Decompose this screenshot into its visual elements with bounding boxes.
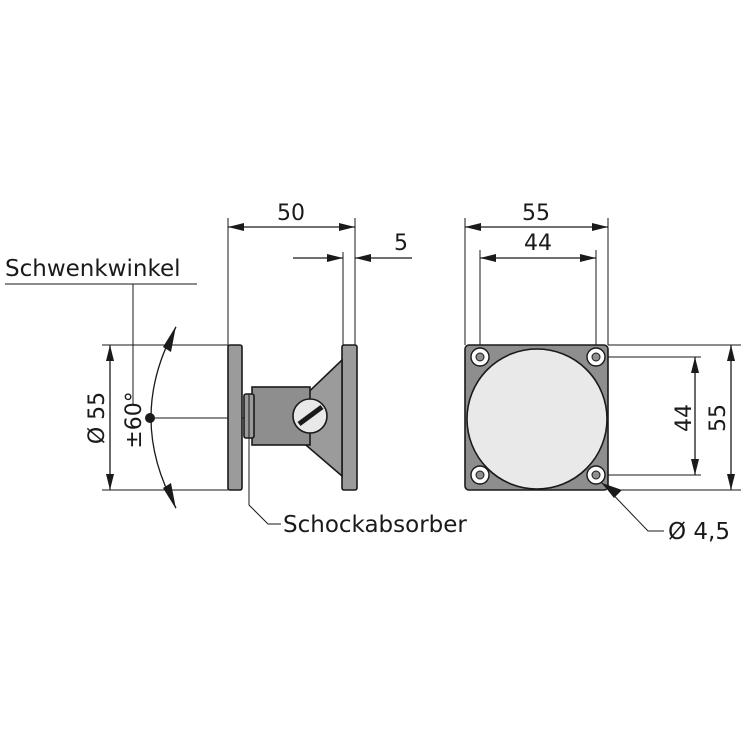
square-width-label: 55	[522, 201, 550, 226]
wall-mounting-plate	[341, 344, 358, 491]
square-width-dimension: 55	[465, 201, 608, 231]
front-flange	[227, 344, 243, 491]
swivel-angle-callout: Schwenkwinkel	[5, 256, 197, 405]
swivel-angle-text: Schwenkwinkel	[5, 256, 181, 282]
plate-thickness-label: 5	[394, 231, 408, 256]
plate-thickness-dimension: 5	[293, 231, 412, 262]
square-height-label: 55	[706, 404, 731, 432]
hole-spacing-vertical-label: 44	[672, 404, 697, 432]
door-holder-side-body	[227, 344, 358, 491]
flange-diameter-label: Ø 55	[85, 392, 110, 444]
square-height-dimension: 55	[706, 345, 735, 490]
side-depth-dimension: 50	[228, 201, 355, 231]
flange-diameter-dimension: Ø 55	[85, 345, 114, 490]
side-depth-label: 50	[277, 201, 305, 226]
side-view: 50 5 Ø 55 ±60° Schwenkwinkel	[5, 201, 467, 538]
swivel-range-label: ±60°	[122, 391, 147, 448]
hole-diameter-callout: Ø 4,5	[600, 481, 730, 545]
hole-spacing-horizontal-label: 44	[524, 231, 552, 256]
magnet-face	[466, 348, 608, 490]
hole-spacing-vertical-dimension: 44	[672, 357, 699, 475]
pivot-point	[145, 413, 155, 423]
shock-absorber-callout: Schockabsorber	[248, 438, 467, 538]
shock-absorber-text: Schockabsorber	[283, 512, 467, 538]
mounting-holes	[470, 347, 606, 485]
front-view: 55 44 44 55	[464, 201, 741, 545]
hole-spacing-horizontal-dimension: 44	[480, 231, 596, 262]
hole-diameter-label: Ø 4,5	[668, 519, 730, 545]
